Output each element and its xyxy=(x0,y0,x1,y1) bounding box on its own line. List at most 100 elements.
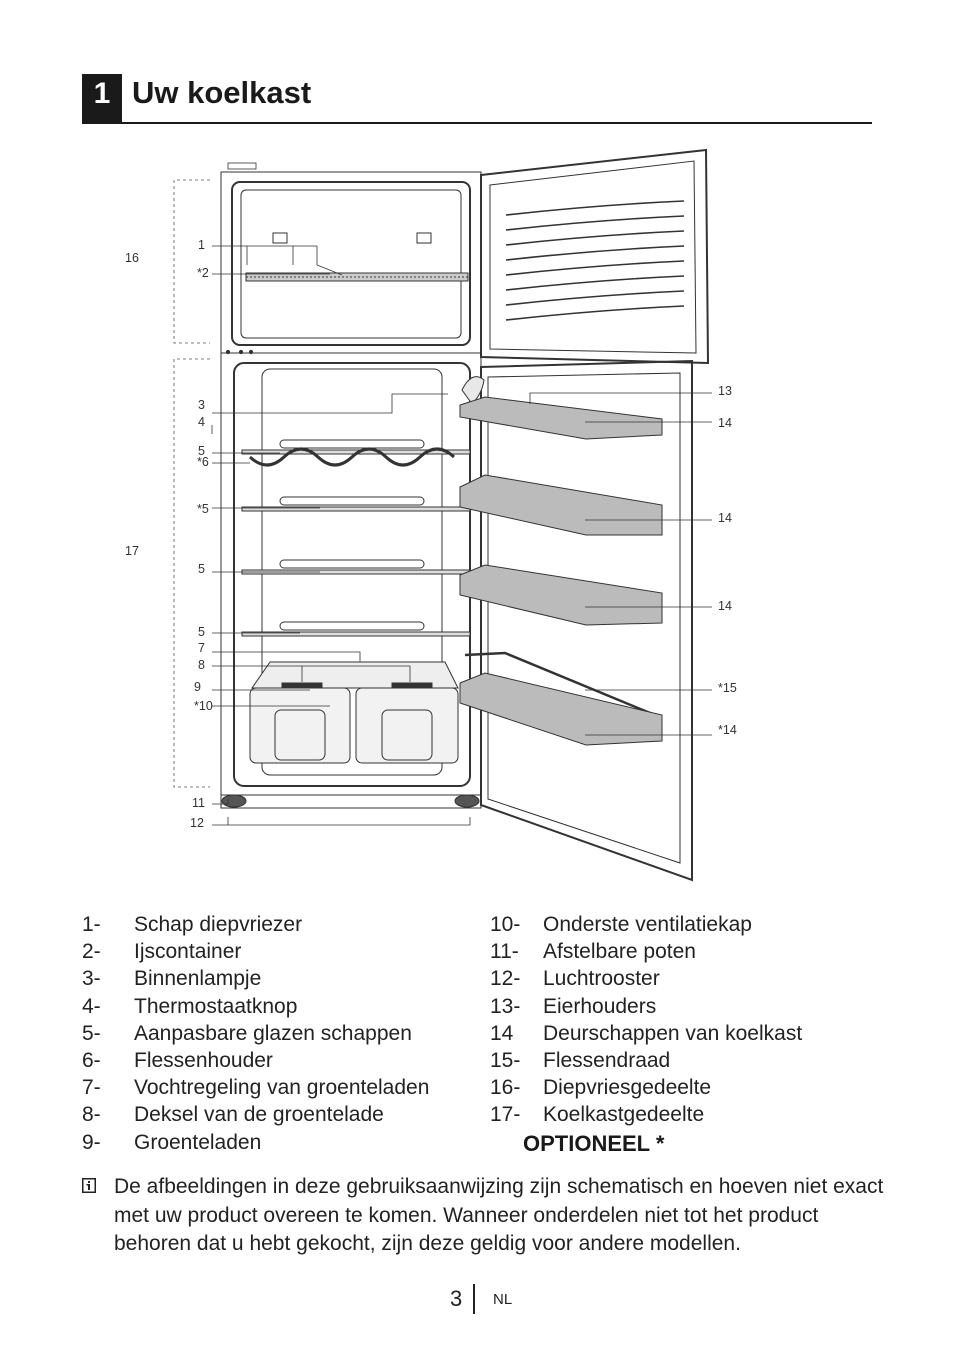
callout-12: 12 xyxy=(190,816,204,830)
legend-item: 1- Schap diepvriezer xyxy=(82,911,482,938)
legend-text: Flessendraad xyxy=(543,1048,671,1072)
note-line: De afbeeldingen in deze gebruiksaanwijzi… xyxy=(114,1175,884,1198)
legend-text: Onderste ventilatiekap xyxy=(543,913,752,936)
legend-number: 6- xyxy=(82,1048,101,1072)
legend-number: 15- xyxy=(490,1048,521,1072)
legend-item: 14 Deurschappen van koelkast xyxy=(490,1020,870,1047)
callout-2: *2 xyxy=(197,266,209,280)
section-title: Uw koelkast xyxy=(132,75,312,110)
callout-17: 17 xyxy=(125,544,139,558)
adjustable-foot-right xyxy=(454,794,480,808)
legend-text: Aanpasbare glazen schappen xyxy=(134,1021,412,1045)
fridge-diagram: 1 *2 3 4 5 *6 *5 5 5 7 8 9 *10 11 12 13 … xyxy=(125,148,737,882)
legend-number: 8- xyxy=(82,1103,101,1127)
legend-text: Flessenhouder xyxy=(134,1048,273,1072)
legend-number: 12- xyxy=(490,967,521,991)
section-number: 1 xyxy=(82,74,122,122)
optional-label: OPTIONEEL * xyxy=(523,1131,665,1156)
fridge-door xyxy=(480,359,693,882)
legend-item: 8- Deksel van de groentelade xyxy=(82,1101,482,1128)
legend-text: Binnenlampje xyxy=(134,967,262,991)
legend-item: 17- Koelkastgedeelte xyxy=(490,1101,870,1128)
legend-number: 16- xyxy=(490,1076,521,1100)
page-number: 3 xyxy=(450,1286,463,1311)
callout-10: *10 xyxy=(194,699,213,713)
note-line: behoren dat u hebt gekocht, zijn deze ge… xyxy=(114,1232,741,1255)
legend-text: Luchtrooster xyxy=(543,967,660,991)
legend-text: Vochtregeling van groenteladen xyxy=(134,1076,430,1100)
legend-item: 4- Thermostaatknop xyxy=(82,993,482,1020)
legend-number: 3- xyxy=(82,967,101,991)
section-heading: 1 Uw koelkast xyxy=(82,74,872,124)
legend-item: 9- Groenteladen xyxy=(82,1129,482,1156)
callout-14d: *14 xyxy=(718,723,737,737)
legend-text: Thermostaatknop xyxy=(134,994,298,1018)
legend-text: Groenteladen xyxy=(134,1130,262,1154)
legend-text: Deksel van de groentelade xyxy=(134,1103,384,1127)
legend-number: 10- xyxy=(490,913,521,936)
legend-item: 12- Luchtrooster xyxy=(490,965,870,992)
callout-7: 7 xyxy=(198,641,205,655)
callout-15: *15 xyxy=(718,681,737,695)
legend-number: 13- xyxy=(490,994,521,1018)
legend-text: Ijscontainer xyxy=(134,940,242,964)
callout-16: 16 xyxy=(125,251,139,265)
callout-8: 8 xyxy=(198,658,205,672)
legend-item: 13- Eierhouders xyxy=(490,993,870,1020)
crisper-drawer-right xyxy=(355,687,459,764)
info-icon xyxy=(82,1178,96,1193)
legend-text: Koelkastgedeelte xyxy=(543,1103,705,1127)
callout-6: *6 xyxy=(197,455,209,469)
crisper-drawer-left xyxy=(249,687,351,764)
legend-number: 2- xyxy=(82,940,101,964)
legend-item: 2- Ijscontainer xyxy=(82,938,482,965)
callout-14c: 14 xyxy=(718,599,732,613)
door-shelf-3 xyxy=(459,564,663,626)
legend-item: 16- Diepvriesgedeelte xyxy=(490,1074,870,1101)
legend-text: Diepvriesgedeelte xyxy=(543,1076,712,1100)
callout-1: 1 xyxy=(198,238,205,252)
parts-legend-right: 10- Onderste ventilatiekap 11- Afstelbare p… xyxy=(490,911,870,1129)
callout-5b: 5 xyxy=(198,562,205,576)
callout-11: 11 xyxy=(192,796,205,810)
legend-item: 7- Vochtregeling van groenteladen xyxy=(82,1074,482,1101)
legend-number: 17- xyxy=(490,1103,521,1127)
legend-number: 11- xyxy=(490,940,519,964)
door-shelf-1 xyxy=(459,396,663,440)
adjustable-foot-left xyxy=(221,794,247,808)
callout-14b: 14 xyxy=(718,511,732,525)
legend-item: 6- Flessenhouder xyxy=(82,1047,482,1074)
legend-text: Afstelbare poten xyxy=(543,940,696,964)
callout-14a: 14 xyxy=(718,416,732,430)
language-code: NL xyxy=(493,1291,513,1308)
legend-item: 5- Aanpasbare glazen schappen xyxy=(82,1020,482,1047)
freezer-door xyxy=(480,148,710,365)
door-shelf-2 xyxy=(459,474,663,536)
note-line: met uw product overeen te komen. Wanneer… xyxy=(114,1203,819,1227)
legend-number: 7- xyxy=(82,1076,101,1100)
callout-13: 13 xyxy=(718,384,732,398)
callout-5a: 5 xyxy=(198,444,205,458)
callout-4: 4 xyxy=(198,415,205,429)
door-shelf-4 xyxy=(459,672,663,746)
legend-number: 5- xyxy=(82,1021,101,1045)
legend-item: 11- Afstelbare poten xyxy=(490,938,870,965)
legend-item: 3- Binnenlampje xyxy=(82,965,482,992)
callout-5c: 5 xyxy=(198,625,205,639)
legend-number: 1- xyxy=(82,913,101,936)
legend-text: Deurschappen van koelkast xyxy=(543,1021,803,1045)
legend-item: 10- Onderste ventilatiekap xyxy=(490,911,870,938)
legend-text: Eierhouders xyxy=(543,994,657,1018)
note-text: De afbeeldingen in deze gebruiksaanwijzi… xyxy=(114,1173,884,1259)
callout-5-optional: *5 xyxy=(197,502,209,516)
legend-item: 15- Flessendraad xyxy=(490,1047,870,1074)
legend-number: 9- xyxy=(82,1130,101,1154)
freezer-compartment xyxy=(231,181,471,346)
legend-number: 14 xyxy=(490,1021,514,1045)
parts-legend-left: 1- Schap diepvriezer 2- Ijscontainer 3- Binne… xyxy=(82,911,482,1156)
callout-9: 9 xyxy=(194,680,201,694)
page-divider xyxy=(473,1284,475,1314)
callout-3: 3 xyxy=(198,398,205,412)
legend-text: Schap diepvriezer xyxy=(134,913,303,936)
legend-number: 4- xyxy=(82,994,101,1018)
